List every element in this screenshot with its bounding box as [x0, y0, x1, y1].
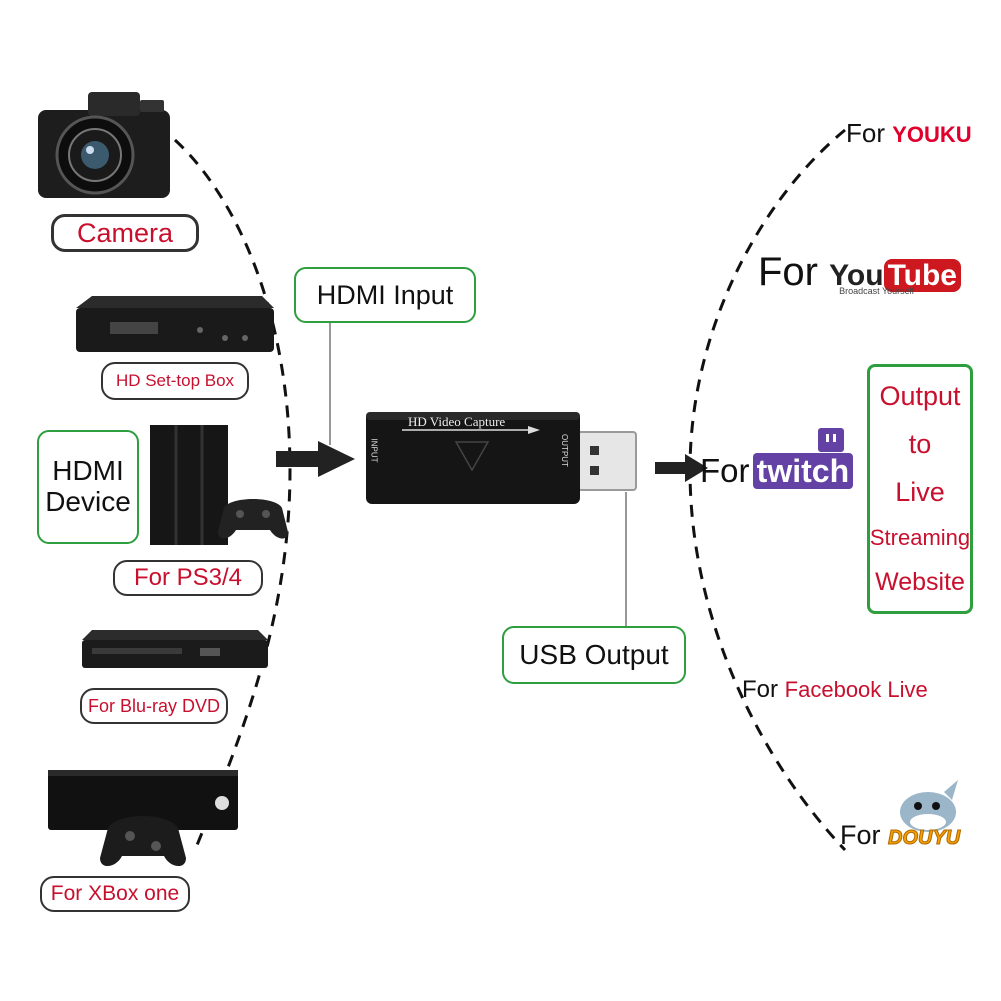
streaming-box: Output to Live Streaming Website — [867, 364, 973, 614]
camera-label: Camera — [51, 214, 199, 252]
ps-label: For PS3/4 — [113, 560, 263, 596]
camera-label-text: Camera — [76, 217, 174, 248]
ps4-image — [150, 425, 288, 545]
facebook-for: For — [742, 676, 778, 703]
camera-image — [38, 92, 170, 198]
youku-logo: YOUKU — [892, 122, 972, 147]
twitch-glitch-icon — [818, 428, 844, 452]
output-arrow — [655, 454, 708, 482]
device-port-output: OUTPUT — [559, 434, 569, 467]
youtube-tube: Tube — [883, 258, 961, 292]
facebook-label: Facebook Live — [784, 677, 928, 702]
bluray-image — [82, 630, 268, 668]
input-arrow — [276, 441, 355, 477]
xbox-label-text: For XBox one — [50, 882, 180, 905]
right-dashed-arc — [688, 128, 847, 852]
streaming-line-to: to — [908, 429, 932, 460]
youku-item: For YOUKU — [846, 118, 972, 149]
hdmi-input-label-text: HDMI Input — [316, 279, 454, 310]
streaming-line-website: Website — [875, 567, 965, 596]
douyu-mascot — [900, 780, 958, 832]
capture-device-image — [366, 412, 637, 504]
xbox-image — [48, 770, 238, 867]
hdmi-device-label-text: HDMI Device — [45, 455, 131, 517]
douyu-logo: DOUYU — [888, 827, 961, 850]
xbox-label: For XBox one — [40, 876, 190, 912]
hdmi-device-label: HDMI Device — [37, 430, 139, 544]
twitch-logo: twitch — [752, 453, 854, 489]
youtube-you: You — [829, 258, 884, 292]
settop-image — [76, 296, 274, 352]
bluray-label: For Blu-ray DVD — [80, 688, 228, 724]
left-dashed-arc — [173, 138, 292, 851]
usb-output-label: USB Output — [502, 626, 686, 684]
streaming-line-streaming: Streaming — [869, 524, 971, 550]
settop-label-text: HD Set-top Box — [115, 371, 235, 390]
facebook-item: For Facebook Live — [742, 676, 928, 704]
douyu-for: For — [840, 820, 881, 850]
youku-for: For — [846, 118, 885, 148]
douyu-item: For DOUYU — [840, 820, 961, 851]
twitch-item: For twitch — [700, 452, 859, 490]
device-title: HD Video Capture — [408, 414, 506, 429]
device-port-input: INPUT — [369, 438, 379, 463]
youtube-for: For — [758, 249, 818, 294]
streaming-line-output: Output — [879, 381, 961, 412]
twitch-for: For — [700, 452, 750, 489]
usb-output-label-text: USB Output — [519, 639, 669, 670]
settop-label: HD Set-top Box — [101, 362, 249, 400]
ps-label-text: For PS3/4 — [133, 564, 243, 591]
bluray-label-text: For Blu-ray DVD — [87, 695, 221, 716]
youtube-tagline: Broadcast Yourself — [839, 285, 915, 296]
streaming-line-live: Live — [895, 476, 945, 507]
hdmi-input-label: HDMI Input — [294, 267, 476, 323]
